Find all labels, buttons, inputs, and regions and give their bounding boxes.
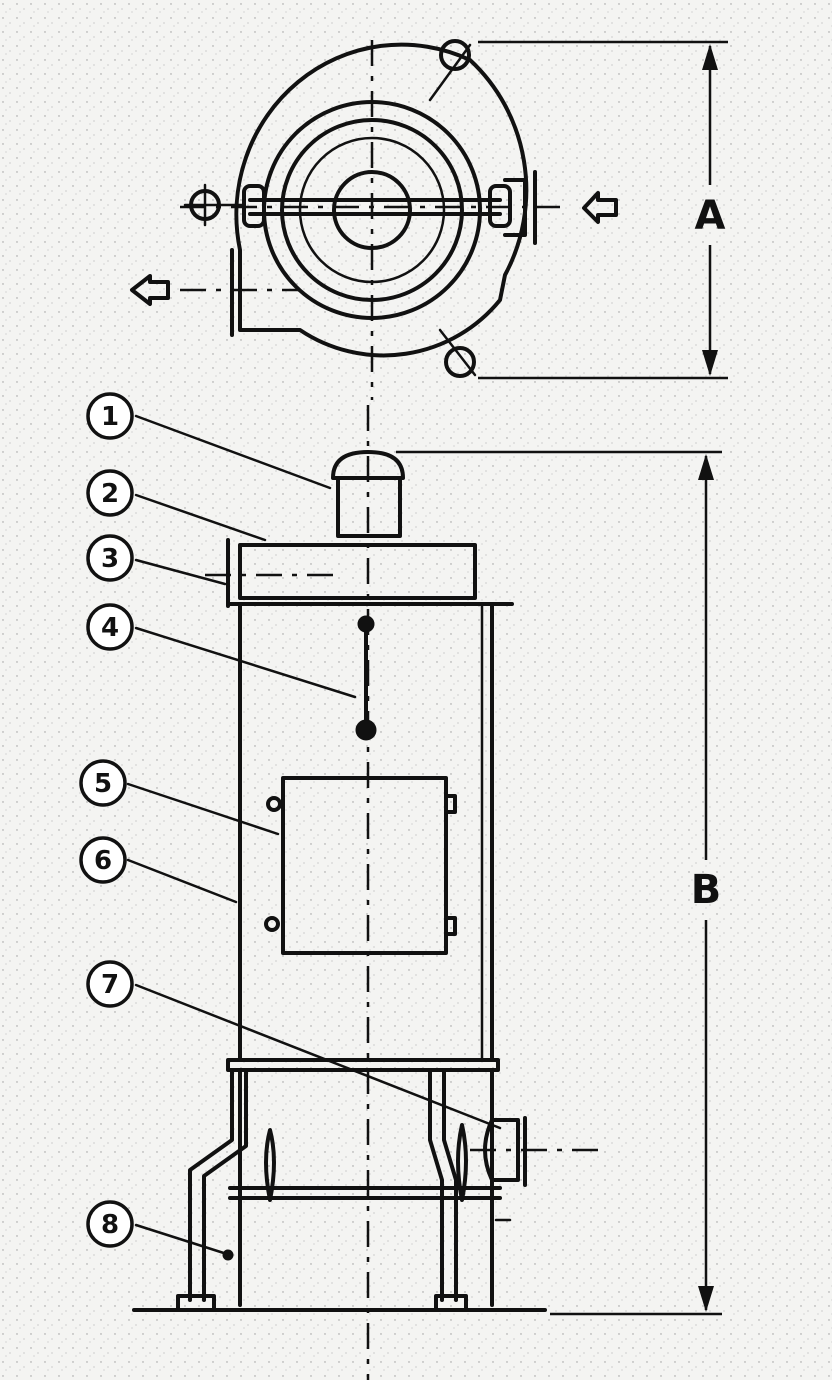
clamp-latch-right-icon xyxy=(456,1123,468,1202)
leader-1 xyxy=(134,414,332,490)
side-nozzle xyxy=(483,1118,520,1182)
dim-b-arrowhead-bottom xyxy=(698,1286,714,1312)
svg-text:1: 1 xyxy=(101,402,119,432)
leader-3 xyxy=(134,558,227,586)
door-hinge-top xyxy=(444,794,457,814)
leader-4 xyxy=(134,626,357,699)
svg-text:5: 5 xyxy=(94,769,112,799)
hinge-bolt-left xyxy=(183,183,246,227)
base-flange xyxy=(226,1058,500,1072)
leader-2 xyxy=(134,493,267,542)
side-view: B xyxy=(132,405,722,1380)
callout-4: 4 xyxy=(86,603,134,651)
callout-6: 6 xyxy=(79,836,127,884)
leader-8 xyxy=(134,1223,232,1257)
inlet-arrow-icon xyxy=(582,191,618,224)
right-support-leg xyxy=(428,1068,444,1302)
callout-5: 5 xyxy=(79,759,127,807)
outlet-arrow-icon xyxy=(130,274,170,306)
strap-bracket-right xyxy=(488,184,512,228)
svg-text:8: 8 xyxy=(101,1210,119,1240)
callouts: 1 2 3 4 5 6 7 8 xyxy=(79,392,502,1257)
leader-5 xyxy=(126,782,280,836)
callout-3: 3 xyxy=(86,534,134,582)
svg-text:2: 2 xyxy=(101,479,119,509)
callout-7: 7 xyxy=(86,960,134,1008)
cap-neck xyxy=(336,476,402,538)
top-cap xyxy=(331,450,405,480)
svg-text:3: 3 xyxy=(101,544,119,574)
access-door xyxy=(281,776,448,955)
dimension-a-label: A xyxy=(695,193,726,239)
svg-text:4: 4 xyxy=(101,613,119,643)
top-view: A xyxy=(130,39,728,400)
inlet-nozzle xyxy=(503,178,527,237)
inner-ring-inner xyxy=(298,136,446,284)
callout-1: 1 xyxy=(86,392,134,440)
hinge-bolt-bottom xyxy=(438,328,477,378)
center-opening xyxy=(332,170,412,250)
left-support-leg xyxy=(188,1068,234,1302)
leader-6 xyxy=(126,858,238,904)
dim-a-arrowhead-bottom xyxy=(702,350,718,376)
door-hinge-bottom xyxy=(444,916,457,936)
dimension-b-label: B xyxy=(691,867,722,913)
inner-ring-middle xyxy=(280,118,464,302)
hinge-bolt-top xyxy=(428,39,472,102)
leader-7 xyxy=(134,983,502,1130)
door-latch-bottom-icon xyxy=(264,916,280,932)
door-latch-top-icon xyxy=(266,796,282,812)
left-support-leg-inner xyxy=(202,1068,248,1302)
clamp-latch-left-icon xyxy=(264,1128,276,1202)
callout-8: 8 xyxy=(86,1200,134,1248)
callout-2: 2 xyxy=(86,469,134,517)
svg-text:7: 7 xyxy=(101,970,119,1000)
sight-gauge-top-knob xyxy=(357,615,375,633)
svg-text:6: 6 xyxy=(94,846,112,876)
dim-b-arrowhead-top xyxy=(698,454,714,480)
sight-gauge-bottom-knob xyxy=(355,719,377,741)
dim-a-arrowhead-top xyxy=(702,44,718,70)
